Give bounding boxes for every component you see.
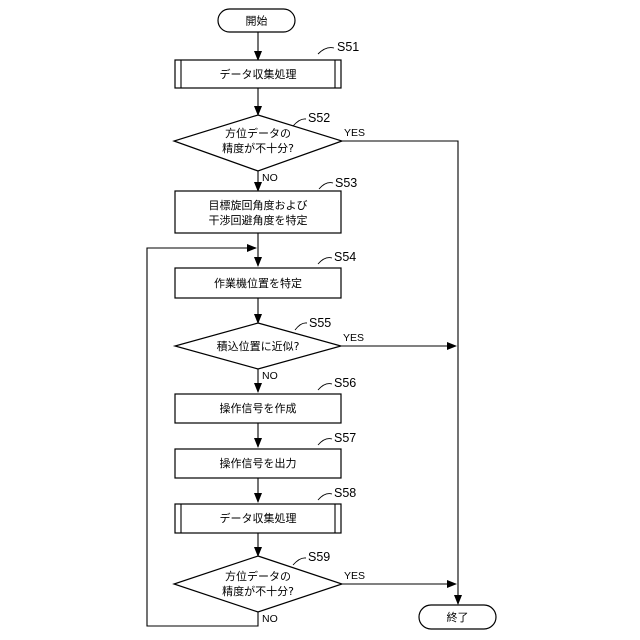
s52-leader xyxy=(293,119,306,126)
process-s57: 操作信号を出力 S57 xyxy=(175,431,356,478)
s55-no-label: NO xyxy=(262,370,278,382)
process-s56: 操作信号を作成 S56 xyxy=(175,376,356,423)
decision-s52: 方位データの 精度が不十分? S52 YES NO xyxy=(174,111,365,184)
s52-line1: 方位データの xyxy=(225,126,291,140)
s53-id: S53 xyxy=(335,176,357,190)
s57-leader xyxy=(318,439,332,445)
s53-leader xyxy=(319,183,333,189)
s55-label: 積込位置に近似? xyxy=(217,339,300,353)
s55-yes-label: YES xyxy=(343,332,364,344)
s51-label: データ収集処理 xyxy=(220,67,297,81)
s57-label: 操作信号を出力 xyxy=(220,456,297,470)
s56-id: S56 xyxy=(334,376,356,390)
s51-id: S51 xyxy=(337,40,359,54)
s59-no-label: NO xyxy=(262,613,278,625)
s57-id: S57 xyxy=(334,431,356,445)
s52-yes-label: YES xyxy=(344,127,365,139)
s59-yes-label: YES xyxy=(344,570,365,582)
s59-line2: 精度が不十分? xyxy=(222,584,294,598)
start-label: 開始 xyxy=(246,14,268,28)
s58-id: S58 xyxy=(334,486,356,500)
s54-label: 作業機位置を特定 xyxy=(214,276,302,290)
s52-line2: 精度が不十分? xyxy=(222,141,294,155)
s53-line1: 目標旋回角度および xyxy=(209,198,308,212)
s55-leader xyxy=(295,323,307,330)
s58-label: データ収集処理 xyxy=(220,511,297,525)
s58-leader xyxy=(318,494,332,500)
end-label: 終了 xyxy=(447,610,469,624)
decision-s59: 方位データの 精度が不十分? S59 YES NO xyxy=(174,550,365,625)
s51-leader xyxy=(318,48,334,54)
process-s51: データ収集処理 S51 xyxy=(175,40,359,88)
process-s58: データ収集処理 S58 xyxy=(175,486,356,533)
s54-id: S54 xyxy=(334,250,356,264)
end-terminal: 終了 xyxy=(419,605,496,629)
s56-label: 操作信号を作成 xyxy=(220,401,297,415)
process-s54: 作業機位置を特定 S54 xyxy=(175,250,356,298)
process-s53: 目標旋回角度および 干渉回避角度を特定 S53 xyxy=(175,176,357,233)
s59-id: S59 xyxy=(308,550,330,564)
s55-id: S55 xyxy=(309,316,331,330)
arrow-s52-yes-to-end xyxy=(342,141,458,604)
s59-leader xyxy=(293,558,306,565)
s53-line2: 干渉回避角度を特定 xyxy=(209,213,308,227)
s59-line1: 方位データの xyxy=(225,569,291,583)
s56-leader xyxy=(318,384,332,390)
s54-leader xyxy=(318,258,332,264)
decision-s55: 積込位置に近似? S55 YES NO xyxy=(175,316,364,382)
connectors xyxy=(147,32,458,626)
start-terminal: 開始 xyxy=(218,9,295,32)
s52-no-label: NO xyxy=(262,172,278,184)
s52-id: S52 xyxy=(308,111,330,125)
